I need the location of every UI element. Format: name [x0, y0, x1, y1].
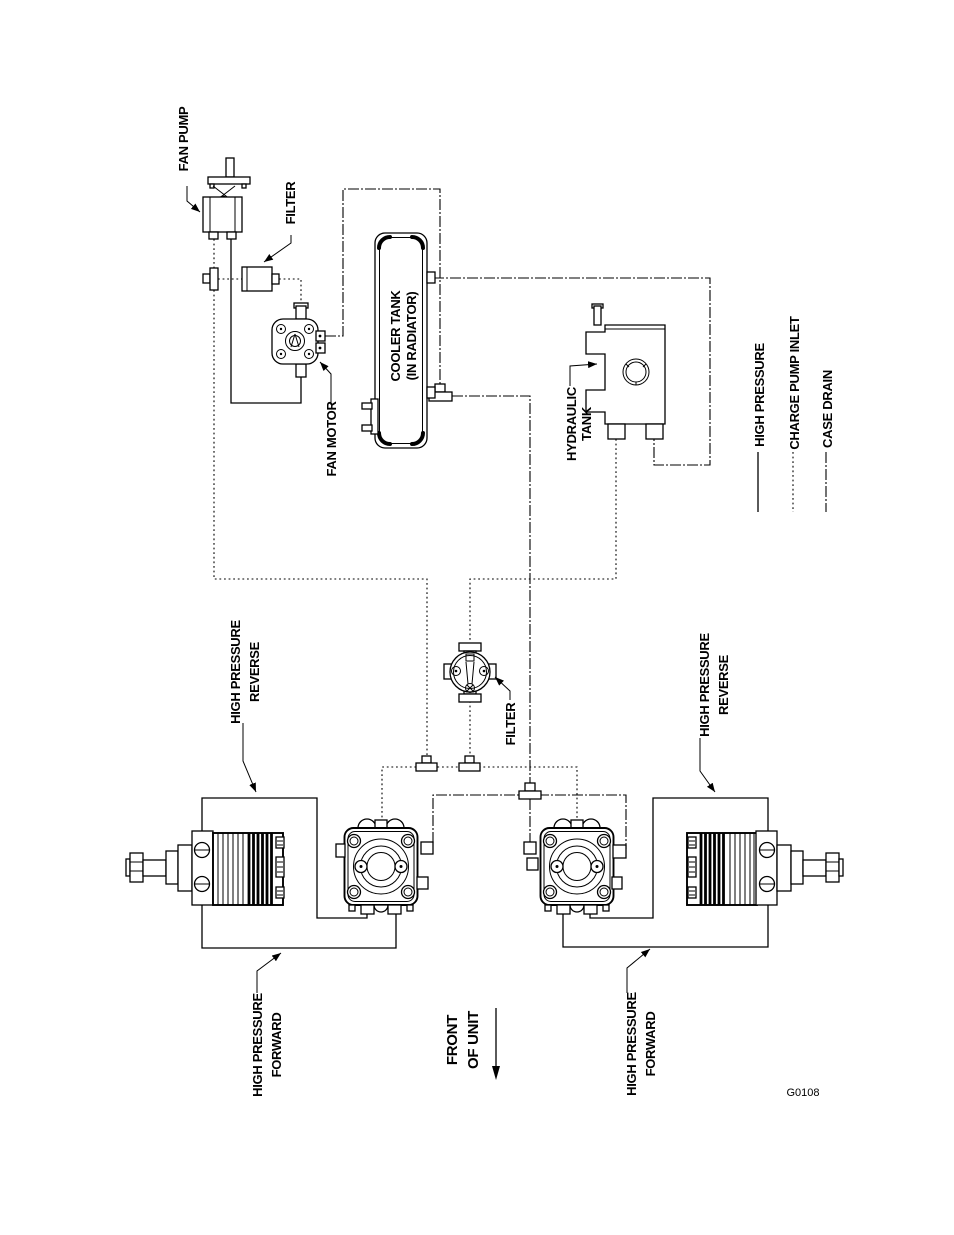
front-of-unit-line2: OF UNIT: [465, 1011, 482, 1069]
left-pump: [335, 818, 434, 915]
left-wheel-motor: [125, 830, 285, 906]
hp-reverse-left-line1: HIGH PRESSURE: [228, 620, 243, 724]
hydraulic-tank: [585, 303, 666, 440]
charge-filter-leader: [494, 676, 511, 700]
fan-pump: [202, 157, 251, 240]
hp-forward-right-line2: FORWARD: [643, 1012, 658, 1077]
hydraulic-tank-leader: [569, 361, 598, 386]
legend-label-case-drain: CASE DRAIN: [820, 370, 835, 448]
charge-filter: [443, 642, 497, 703]
fan-filter: [241, 266, 280, 292]
legend-label-charge-pump-inlet: CHARGE PUMP INLET: [787, 316, 802, 450]
leader-lines: [186, 186, 716, 993]
forward-right-leader: [626, 948, 651, 993]
fan-pump-leader: [186, 186, 201, 213]
component-labels: FAN PUMP FILTER COOLER TANK (IN RADIATOR…: [176, 106, 594, 745]
cooler-tank: [361, 232, 436, 449]
hp-forward-left-line2: FORWARD: [269, 1013, 284, 1078]
front-of-unit-arrow-icon: [492, 1008, 500, 1080]
cooler-tank-label-line2: (IN RADIATOR): [404, 292, 419, 381]
fan-filter-leader: [263, 235, 292, 263]
fan-filter-label: FILTER: [283, 181, 298, 225]
cooler-tank-label-line1: COOLER TANK: [388, 290, 403, 382]
figure-code: G0108: [786, 1087, 819, 1099]
reverse-left-leader: [242, 723, 257, 793]
reverse-right-leader: [699, 738, 716, 793]
fan-motor-leader: [319, 361, 332, 405]
charge-filter-label: FILTER: [503, 702, 518, 746]
legend: HIGH PRESSURE CHARGE PUMP INLET CASE DRA…: [752, 316, 835, 512]
tee-fittings: [202, 267, 542, 800]
hp-forward-right-line1: HIGH PRESSURE: [624, 992, 639, 1096]
fan-motor-label: FAN MOTOR: [324, 401, 339, 477]
fan-motor: [271, 302, 326, 378]
hp-reverse-right-line1: HIGH PRESSURE: [697, 633, 712, 737]
forward-left-leader: [256, 952, 282, 993]
hp-reverse-right-line2: REVERSE: [716, 654, 731, 715]
hp-reverse-left-line2: REVERSE: [247, 641, 262, 702]
high-pressure-lines: [201, 239, 769, 949]
right-wheel-motor: [686, 830, 844, 906]
fan-pump-label: FAN PUMP: [176, 106, 191, 171]
annotation-labels: HIGH PRESSURE REVERSE HIGH PRESSURE REVE…: [228, 620, 731, 1097]
right-pump: [523, 818, 627, 915]
hydraulic-tank-label-line2: TANK: [579, 406, 594, 441]
front-of-unit-line1: FRONT: [444, 1015, 461, 1065]
legend-label-high-pressure: HIGH PRESSURE: [752, 343, 767, 447]
hydraulic-tank-label-line1: HYDRAULIC: [564, 386, 579, 461]
hp-forward-left-line1: HIGH PRESSURE: [250, 993, 265, 1097]
